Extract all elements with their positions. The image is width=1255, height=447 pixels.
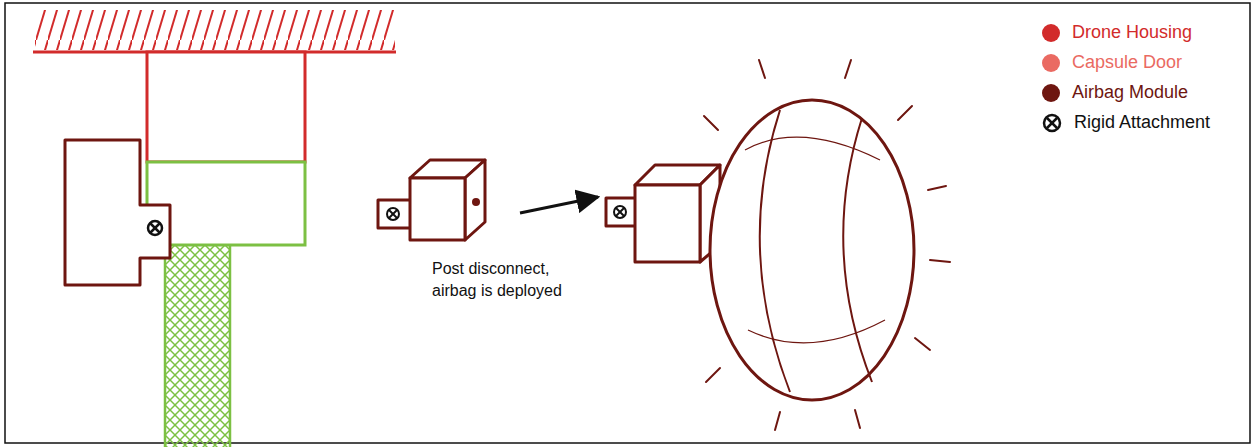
legend-swatch bbox=[1042, 24, 1060, 42]
caption-note: Post disconnect, airbag is deployed bbox=[432, 258, 582, 301]
drone-housing bbox=[147, 52, 305, 162]
legend-label: Capsule Door bbox=[1072, 52, 1182, 73]
legend-label: Drone Housing bbox=[1072, 22, 1192, 43]
deployed-airbag bbox=[704, 60, 950, 430]
ceiling-hatch bbox=[33, 10, 396, 52]
airbag-module-detached bbox=[378, 160, 485, 240]
legend-entry: Drone Housing bbox=[1042, 22, 1192, 43]
legend-swatch bbox=[1042, 84, 1060, 102]
tether-mesh bbox=[165, 245, 230, 447]
airbag-module-deployed bbox=[606, 165, 720, 262]
legend-swatch bbox=[1042, 54, 1060, 72]
legend-label: Airbag Module bbox=[1072, 82, 1188, 103]
legend-entry: Airbag Module bbox=[1042, 82, 1188, 103]
legend-label: Rigid Attachment bbox=[1074, 112, 1210, 133]
rigid-attachment-symbol bbox=[1042, 113, 1062, 133]
legend-entry: Capsule Door bbox=[1042, 52, 1182, 73]
legend-entry: Rigid Attachment bbox=[1042, 112, 1210, 133]
transition-arrow bbox=[520, 197, 598, 213]
airbag-module-attached bbox=[65, 140, 170, 285]
